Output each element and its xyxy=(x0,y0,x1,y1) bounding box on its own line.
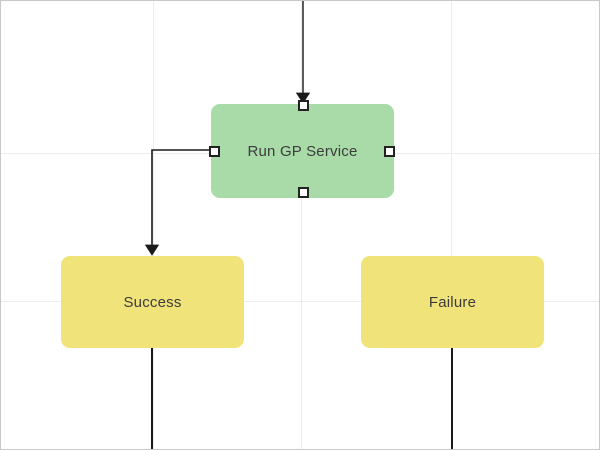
edge-run-to-success[interactable] xyxy=(144,149,214,256)
node-run-gp-service[interactable]: Run GP Service xyxy=(211,104,394,198)
node-success[interactable]: Success xyxy=(61,256,244,348)
node-label-success: Success xyxy=(123,293,182,311)
node-label-run-gp-service: Run GP Service xyxy=(247,142,358,160)
node-failure[interactable]: Failure xyxy=(361,256,544,348)
port-handle-right[interactable] xyxy=(384,146,395,157)
node-label-failure: Failure xyxy=(428,293,477,311)
port-handle-left[interactable] xyxy=(209,146,220,157)
port-handle-bottom[interactable] xyxy=(298,187,309,198)
port-handle-top[interactable] xyxy=(298,100,309,111)
